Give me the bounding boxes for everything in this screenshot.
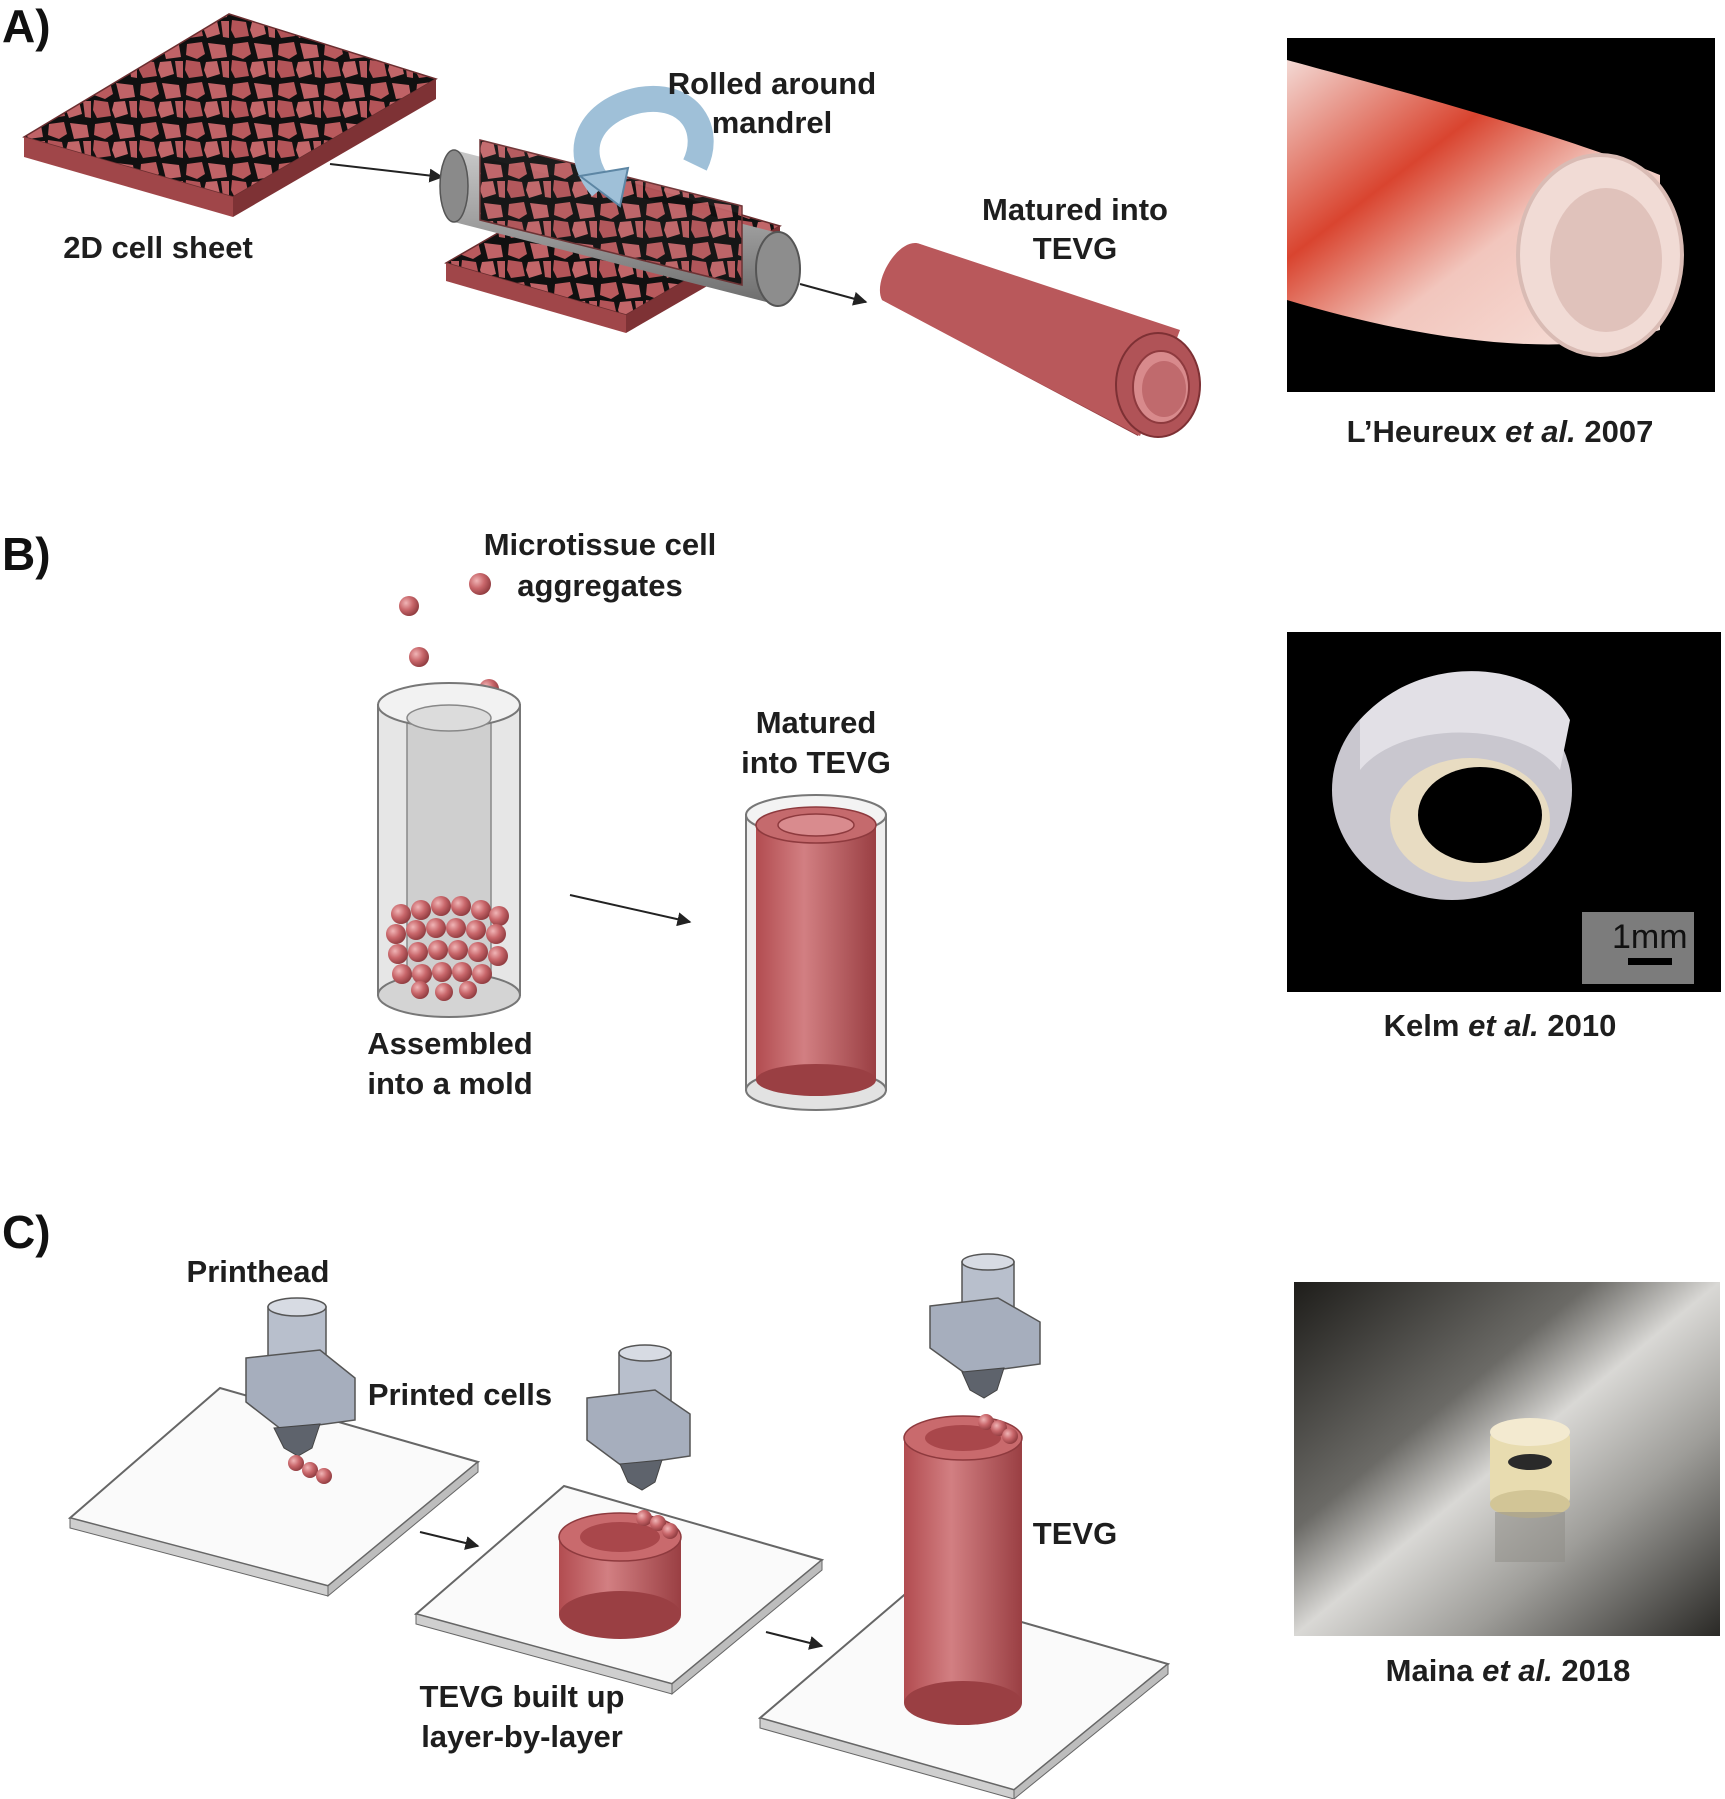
panel-a: A) 2D cell sheet Rolled around mandrel (2, 0, 1715, 449)
label-cell-sheet: 2D cell sheet (63, 230, 253, 265)
label-aggregates-2: aggregates (517, 568, 682, 603)
printhead-2 (586, 1344, 691, 1491)
scale-bar-label: 1mm (1612, 918, 1688, 956)
panel-c: C) Printhead Printed cells (2, 1206, 1720, 1799)
photo-maina-2018 (1294, 1282, 1720, 1636)
printhead-3 (929, 1253, 1041, 1399)
citation-c: Maina et al. 2018 (1386, 1653, 1631, 1688)
panel-b: B) Microtissue cell aggregates (2, 527, 1721, 1111)
printed-cells-1 (288, 1455, 332, 1484)
label-matured-b-1: Matured (756, 705, 877, 740)
label-rolled-2: mandrel (712, 105, 833, 140)
label-mold-1: Assembled (367, 1026, 532, 1061)
cell-sheet (22, 13, 438, 217)
arrow-mandrel-to-tevg (799, 283, 868, 306)
arrow-plate1-to-plate2 (419, 1531, 480, 1550)
curved-arrow-icon (573, 85, 714, 197)
citation-a: L’Heureux et al. 2007 (1347, 414, 1654, 449)
photo-kelm-2010: 1mm (1287, 632, 1721, 992)
label-layer-1: TEVG built up (420, 1679, 625, 1714)
mandrel (439, 139, 801, 307)
label-layer-2: layer-by-layer (421, 1719, 623, 1754)
arrow-sheet-to-mandrel (329, 163, 444, 183)
label-matured-a-2: TEVG (1033, 231, 1117, 266)
label-tevg-c: TEVG (1033, 1516, 1117, 1551)
photo-lheureux-2007 (1287, 38, 1715, 392)
matured-tevg-tube-a (879, 243, 1201, 438)
printhead-1 (245, 1297, 356, 1457)
mold-cylinder (377, 682, 521, 1018)
label-mold-2: into a mold (367, 1066, 532, 1101)
label-printhead: Printhead (187, 1254, 330, 1289)
panel-letter-a: A) (2, 0, 51, 52)
falling-aggregates (399, 573, 499, 699)
tevg-ring (558, 1510, 682, 1639)
panel-letter-b: B) (2, 528, 51, 580)
panel-letter-c: C) (2, 1206, 51, 1258)
scale-bar (1628, 958, 1672, 965)
build-plate-1 (67, 1386, 481, 1598)
arrow-mold-to-tevg (569, 894, 692, 927)
arrow-plate2-to-plate3 (765, 1631, 824, 1650)
label-matured-b-2: into TEVG (741, 745, 891, 780)
tevg-tall-tube (903, 1414, 1023, 1725)
label-printed-cells: Printed cells (368, 1377, 552, 1412)
label-aggregates-1: Microtissue cell (484, 527, 717, 562)
matured-tevg-in-mold (745, 794, 887, 1111)
packed-aggregates (386, 896, 509, 1001)
label-matured-a-1: Matured into (982, 192, 1168, 227)
label-rolled-1: Rolled around (668, 66, 876, 101)
citation-b: Kelm et al. 2010 (1384, 1008, 1617, 1043)
